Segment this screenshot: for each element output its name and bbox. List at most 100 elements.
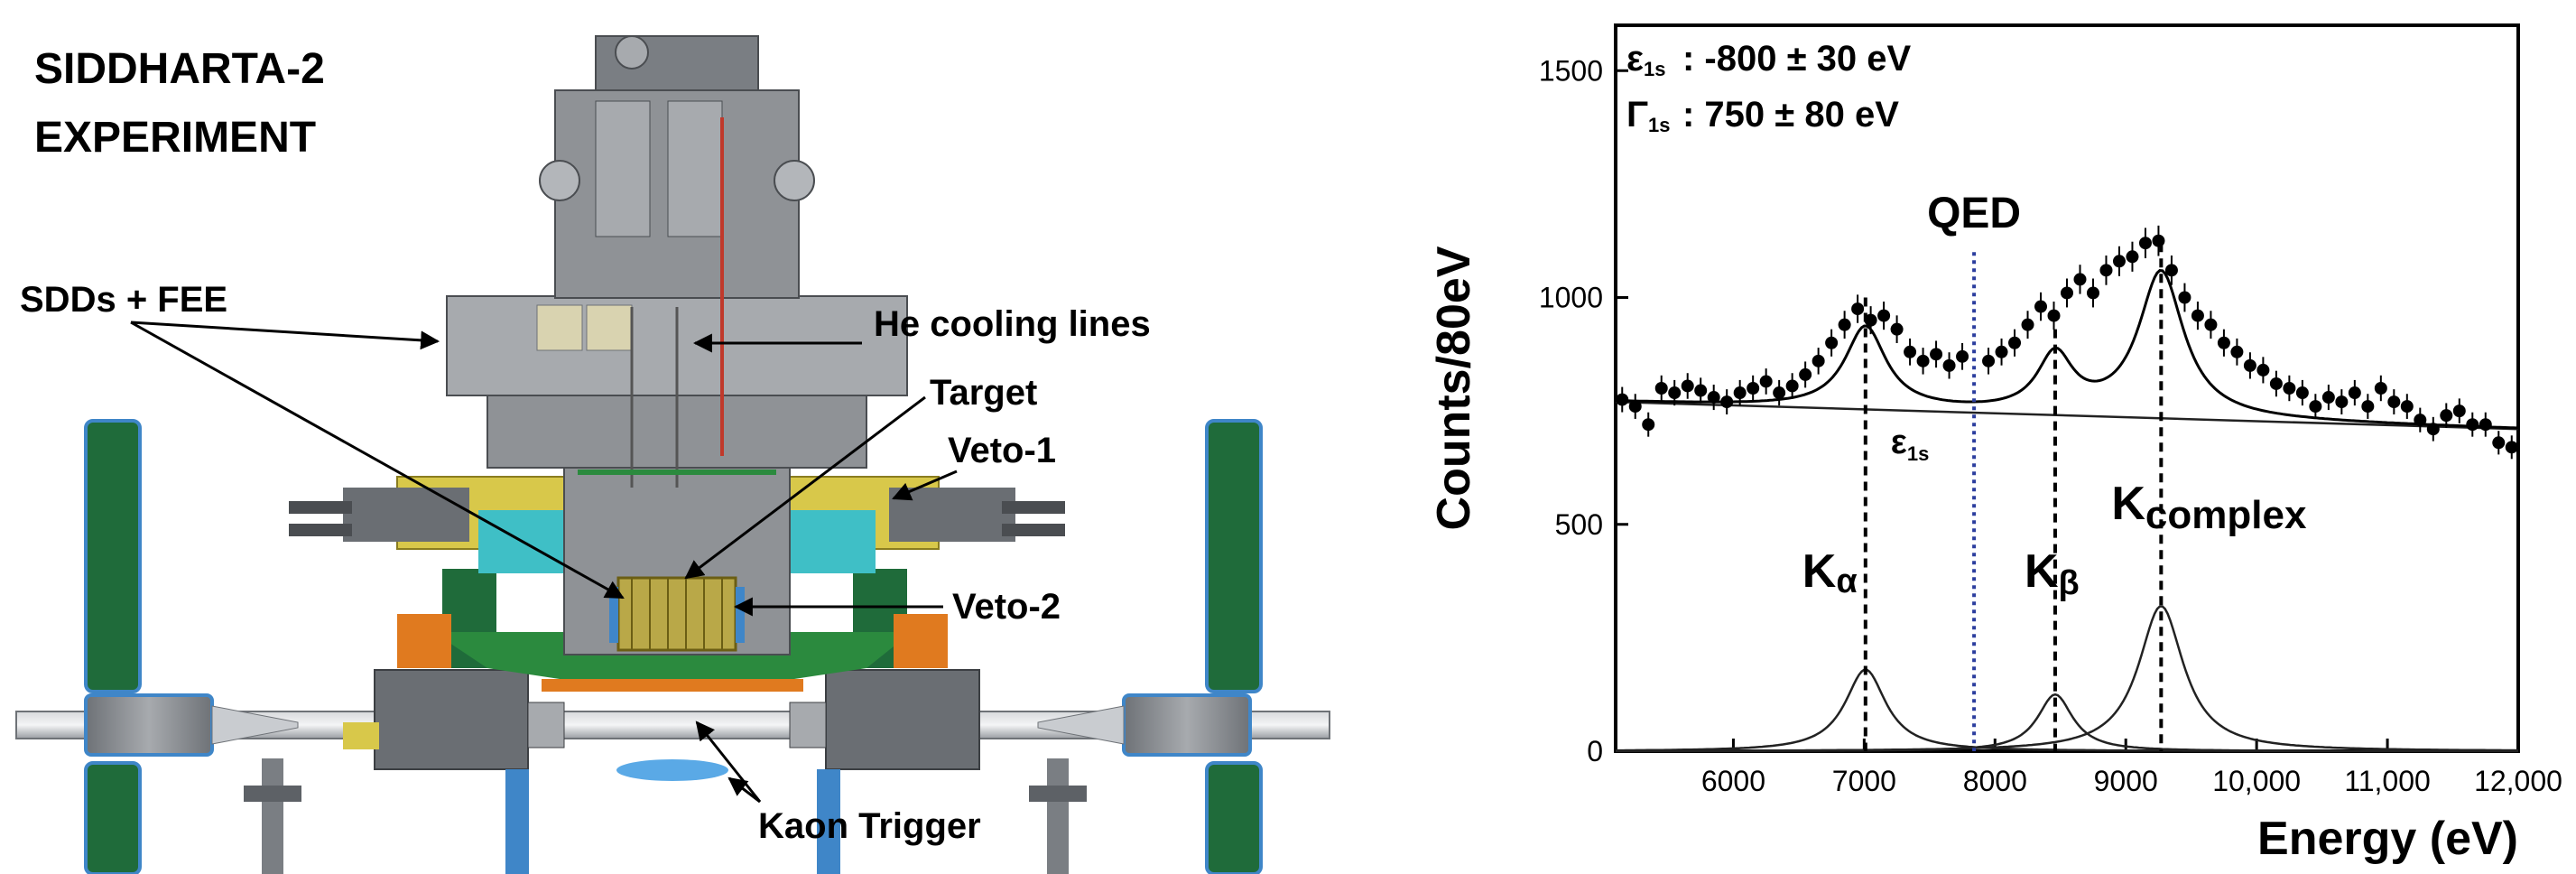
k-alpha-label: Kα (1802, 545, 1858, 600)
arrow-veto-1 (892, 470, 958, 501)
data-point (2374, 382, 2387, 395)
data-point (1628, 400, 1642, 414)
arrow-kaon-trigger-1 (695, 721, 762, 803)
diagram-title-line2: EXPERIMENT (34, 114, 316, 162)
target-cell (609, 576, 745, 652)
data-point (1799, 367, 1812, 381)
data-point (1930, 348, 1943, 361)
data-point (2034, 300, 2048, 313)
data-point (1668, 386, 1682, 400)
data-point (1995, 345, 2008, 358)
label-veto-1: Veto-1 (948, 431, 1056, 470)
data-point (2452, 404, 2466, 418)
data-point (2191, 309, 2204, 322)
x-tick-label: 11,000 (2344, 765, 2431, 797)
label-sdds-fee: SDDs + FEE (20, 280, 227, 320)
data-point (2479, 418, 2492, 432)
data-point (2387, 395, 2401, 409)
x-tick-label: 6000 (1701, 765, 1765, 797)
label-he-cooling-lines: He cooling lines (874, 304, 1151, 344)
data-point (2283, 382, 2296, 395)
data-point (2243, 358, 2256, 372)
arrow-sdds-1 (130, 321, 440, 350)
gamma-1s-symbol: Γ1s (1626, 95, 1671, 136)
data-point (2295, 386, 2309, 400)
data-point (1720, 395, 1734, 409)
data-point (2335, 395, 2349, 409)
data-point (2309, 400, 2322, 414)
data-point (2204, 318, 2218, 331)
data-point (1890, 322, 1904, 336)
data-point (1747, 382, 1760, 395)
gamma-1s-value: : 750 ± 80 eV (1682, 95, 1899, 135)
data-point (1759, 375, 1773, 388)
data-point (2164, 264, 2178, 277)
siddharta-apparatus-diagram: SIDDHARTA-2 EXPERIMENT (15, 35, 1330, 874)
gamma-1s-symbol-sub: 1s (1648, 114, 1670, 136)
x-tick-label: 10,000 (2212, 765, 2301, 797)
epsilon-1s-marker-label-base: ε (1891, 423, 1907, 461)
data-point (2217, 336, 2230, 349)
cryocooler-tower (539, 35, 815, 456)
beamline-modules (84, 669, 1252, 770)
data-point (2400, 400, 2414, 414)
data-point (2361, 400, 2375, 414)
orange-supports (397, 614, 948, 692)
total-fit-curve (1615, 269, 2519, 430)
data-point (1681, 379, 1694, 393)
data-point (1733, 386, 1747, 400)
data-point (2008, 336, 2022, 349)
data-point (2126, 250, 2139, 264)
peak-component-curve (1616, 605, 2519, 752)
data-point (1694, 384, 1708, 397)
y-tick-label: 0 (1587, 735, 1603, 767)
data-point (2178, 291, 2191, 304)
epsilon-1s-symbol: ε1s (1626, 39, 1665, 80)
y-tick-label: 1000 (1539, 282, 1603, 314)
x-tick-label: 12,000 (2474, 765, 2562, 797)
epsilon-1s-symbol-sub: 1s (1644, 58, 1665, 80)
epsilon-1s-symbol-base: ε (1626, 39, 1644, 79)
data-point (2269, 377, 2283, 390)
label-veto-2: Veto-2 (952, 587, 1061, 627)
data-point (2505, 441, 2518, 454)
y-tick-label: 1500 (1539, 54, 1603, 87)
data-point (1642, 418, 1655, 432)
k-complex-label-base: K (2111, 478, 2145, 530)
data-point (1904, 345, 1917, 358)
data-point (2256, 363, 2270, 377)
data-point (2112, 255, 2126, 268)
arrow-kaon-trigger-2 (727, 776, 761, 804)
qed-label: QED (1927, 190, 2021, 237)
data-point (2061, 286, 2073, 300)
data-point (1838, 318, 1851, 331)
arrow-target (684, 395, 926, 580)
epsilon-1s-marker-label: ε1s (1891, 423, 1930, 465)
data-point (1916, 354, 1930, 367)
data-point (1773, 386, 1786, 400)
x-tick-label: 8000 (1963, 765, 2027, 797)
diagram-title-line1: SIDDHARTA-2 (34, 45, 325, 93)
peak-component-curve (1616, 693, 2518, 753)
epsilon-1s-value: : -800 ± 30 eV (1682, 39, 1912, 79)
data-point (1707, 391, 1720, 404)
k-beta-label-base: K (2025, 545, 2059, 598)
x-axis-label: Energy (eV) (2257, 813, 2518, 865)
y-tick-label: 500 (1555, 508, 1603, 541)
data-point (2321, 391, 2335, 404)
data-point (1982, 354, 1996, 367)
plot-frame (1614, 23, 2520, 753)
k-beta-label: Kβ (2025, 545, 2080, 602)
data-point (2073, 273, 2087, 286)
x-tick-label: 7000 (1832, 765, 1896, 797)
data-point (2414, 414, 2427, 427)
data-point (2426, 423, 2440, 436)
data-point (1812, 354, 1825, 367)
data-point (2138, 237, 2152, 250)
k-alpha-label-base: K (1802, 545, 1837, 598)
data-point (1942, 358, 1956, 372)
data-point (1825, 336, 1839, 349)
data-point (1616, 393, 1629, 406)
label-kaon-trigger: Kaon Trigger (758, 806, 981, 846)
